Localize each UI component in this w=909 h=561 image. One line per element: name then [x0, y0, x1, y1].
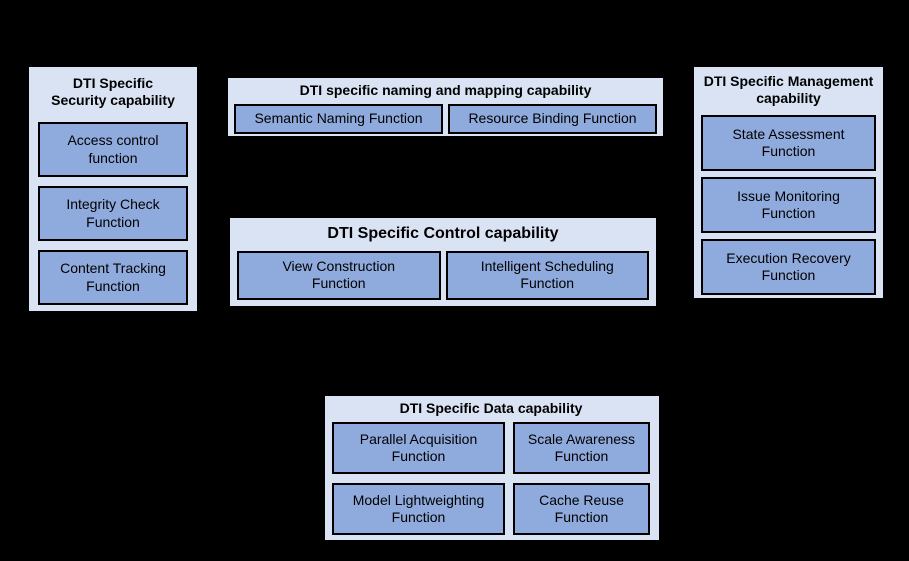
group-title-naming-mapping: DTI specific naming and mapping capabili… [299, 82, 592, 98]
function-box-state-assessment: State Assessment Function [701, 115, 876, 172]
group-title-security: DTI Specific Security capability [51, 75, 175, 109]
function-box-parallel-acquisition: Parallel Acquisition Function [332, 422, 505, 475]
capability-group-naming-mapping: DTI specific naming and mapping capabili… [226, 76, 665, 138]
function-box-execution-recovery: Execution Recovery Function [701, 239, 876, 296]
function-box-integrity-check: Integrity Check Function [38, 186, 188, 242]
function-box-content-tracking: Content Tracking Function [38, 250, 188, 306]
function-box-semantic-naming: Semantic Naming Function [234, 104, 443, 135]
function-box-resource-binding: Resource Binding Function [448, 104, 657, 135]
capability-group-data: DTI Specific Data capability Parallel Ac… [323, 394, 661, 542]
function-list-naming-mapping: Semantic Naming Function Resource Bindin… [234, 104, 657, 135]
function-list-control: View Construction Function Intelligent S… [237, 250, 649, 300]
group-title-data: DTI Specific Data capability [399, 400, 583, 416]
capability-group-control: DTI Specific Control capability View Con… [228, 216, 658, 308]
capability-group-security: DTI Specific Security capability Access … [27, 65, 199, 313]
group-title-management: DTI Specific Management capability [703, 73, 874, 107]
function-box-cache-reuse: Cache Reuse Function [513, 483, 650, 536]
function-list-security: Access control function Integrity Check … [38, 122, 188, 306]
function-box-intelligent-scheduling: Intelligent Scheduling Function [445, 250, 649, 300]
function-box-model-lightweighting: Model Lightweighting Function [332, 483, 505, 536]
function-list-data: Parallel Acquisition Function Scale Awar… [332, 422, 650, 536]
capability-group-management: DTI Specific Management capability State… [692, 65, 885, 300]
function-box-view-construction: View Construction Function [237, 250, 441, 300]
function-box-scale-awareness: Scale Awareness Function [513, 422, 650, 475]
group-title-control: DTI Specific Control capability [327, 225, 559, 242]
function-box-access-control: Access control function [38, 122, 188, 178]
function-list-management: State Assessment Function Issue Monitori… [701, 115, 876, 296]
function-box-issue-monitoring: Issue Monitoring Function [701, 177, 876, 234]
